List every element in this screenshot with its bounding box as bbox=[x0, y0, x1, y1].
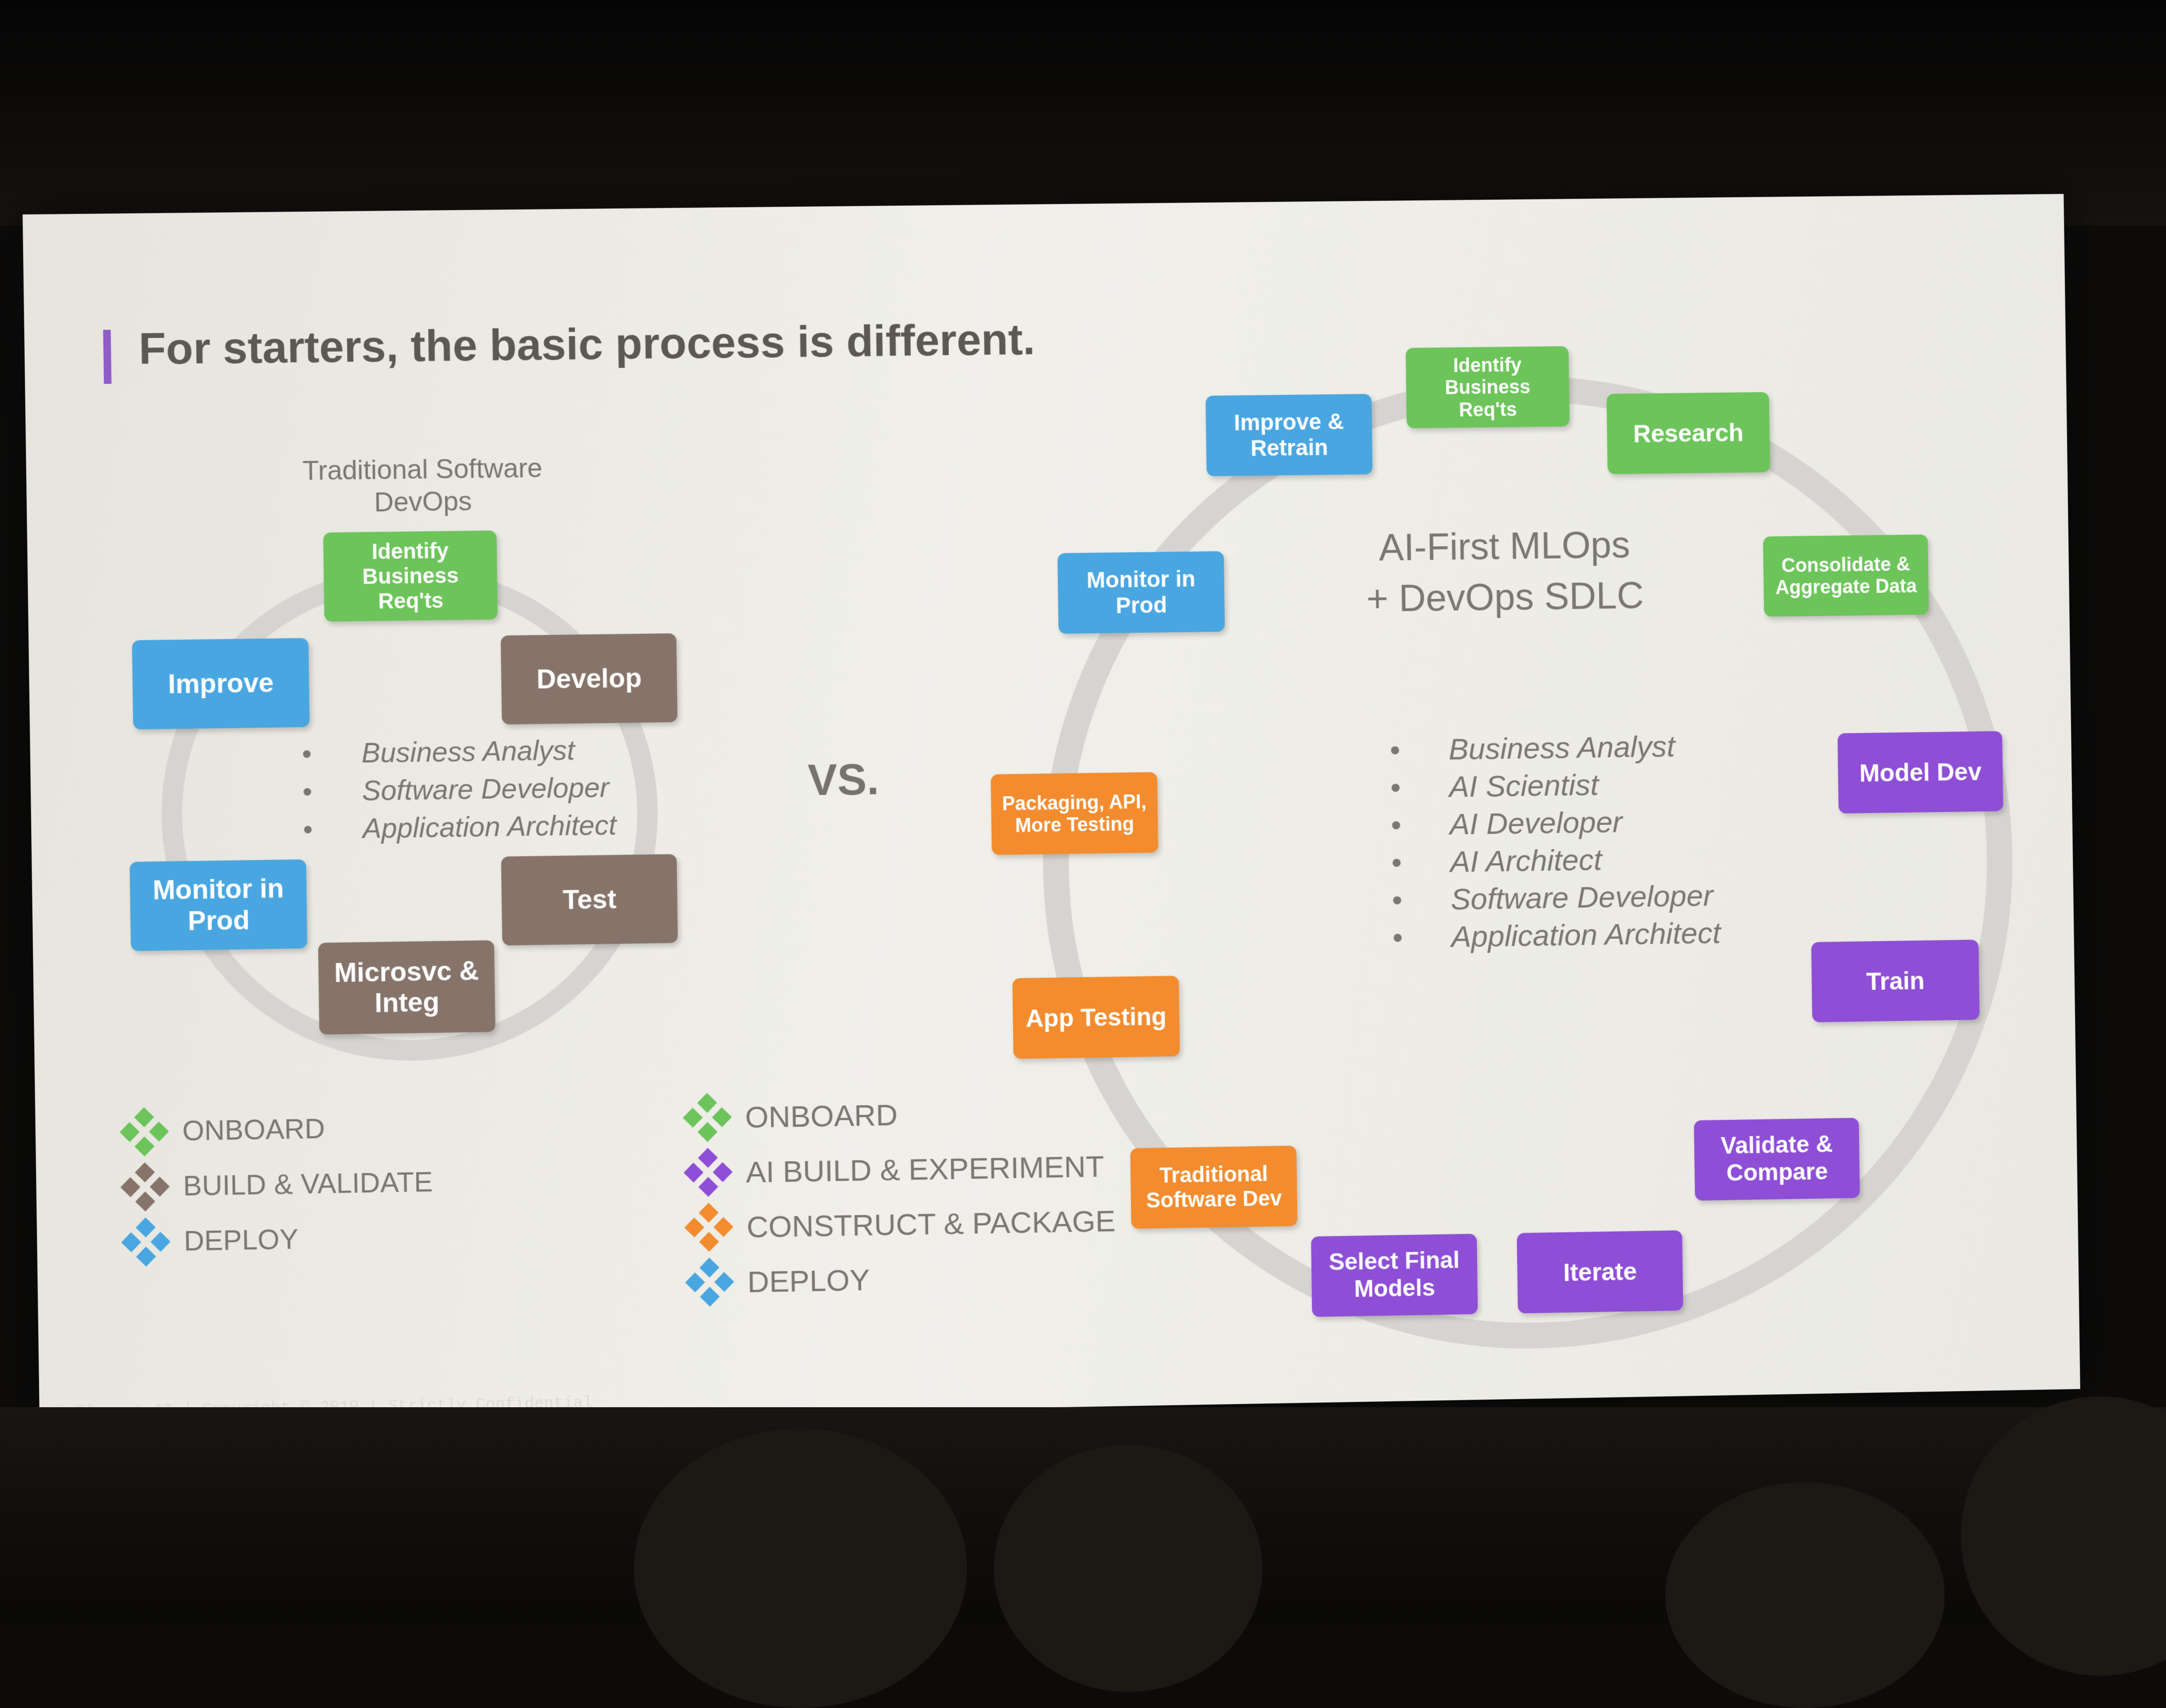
left-role-item: Business Analyst bbox=[361, 731, 616, 772]
deploy-diamonds-icon bbox=[688, 1260, 731, 1304]
left-cycle-caption: Traditional Software DevOps bbox=[281, 452, 564, 520]
right-step-packaging: Packaging, API, More Testing bbox=[991, 772, 1158, 855]
right-role-item: AI Developer bbox=[1449, 802, 1720, 843]
legend-row-onboard: ONBOARD bbox=[685, 1089, 1114, 1139]
title-accent-bar bbox=[103, 330, 112, 384]
right-role-item: Application Architect bbox=[1451, 914, 1721, 956]
vs-label: VS. bbox=[807, 755, 879, 806]
onboard-diamonds-icon bbox=[685, 1096, 729, 1139]
legend-label: ONBOARD bbox=[745, 1097, 898, 1134]
audience-head bbox=[1961, 1396, 2166, 1676]
audience-silhouettes bbox=[0, 1407, 2166, 1624]
left-step-improve: Improve bbox=[132, 638, 310, 729]
legend-row-construct: CONSTRUCT & PACKAGE bbox=[687, 1199, 1116, 1249]
legend-row-deploy: DEPLOY bbox=[124, 1215, 434, 1264]
legend-row-ai-build: AI BUILD & EXPERIMENT bbox=[686, 1144, 1115, 1194]
right-roles-list: Business Analyst AI Scientist AI Develop… bbox=[1390, 727, 1721, 956]
right-step-app-testing: App Testing bbox=[1012, 976, 1180, 1059]
right-step-select-final: Select Final Models bbox=[1311, 1234, 1478, 1317]
right-step-traditional-dev: Traditional Software Dev bbox=[1130, 1146, 1297, 1229]
right-step-monitor: Monitor in Prod bbox=[1057, 551, 1225, 634]
right-step-validate: Validate & Compare bbox=[1694, 1118, 1860, 1200]
right-legend: ONBOARD AI BUILD & EXPERIMENT CONSTRUCT … bbox=[685, 1089, 1116, 1304]
right-step-consolidate: Consolidate & Aggregate Data bbox=[1763, 534, 1929, 617]
audience-head bbox=[1665, 1482, 1945, 1708]
room-background bbox=[0, 0, 2166, 226]
left-step-identify: Identify Business Req'ts bbox=[323, 531, 498, 622]
left-step-monitor: Monitor in Prod bbox=[129, 859, 307, 951]
legend-label: CONSTRUCT & PACKAGE bbox=[746, 1203, 1115, 1244]
right-step-iterate: Iterate bbox=[1517, 1231, 1683, 1314]
projection-screen: For starters, the basic process is diffe… bbox=[23, 194, 2080, 1425]
right-role-item: AI Architect bbox=[1450, 839, 1720, 880]
legend-label: AI BUILD & EXPERIMENT bbox=[746, 1148, 1104, 1189]
audience-head bbox=[634, 1429, 967, 1708]
left-role-item: Software Developer bbox=[362, 769, 616, 810]
ai-build-diamonds-icon bbox=[686, 1150, 730, 1194]
legend-row-onboard: ONBOARD bbox=[122, 1106, 432, 1154]
left-step-test: Test bbox=[501, 854, 678, 945]
left-role-item: Application Architect bbox=[362, 806, 617, 848]
deploy-diamonds-icon bbox=[124, 1220, 168, 1264]
legend-label: DEPLOY bbox=[747, 1262, 870, 1299]
legend-label: DEPLOY bbox=[184, 1224, 299, 1258]
right-role-item: Business Analyst bbox=[1448, 727, 1719, 768]
right-step-identify: Identify Business Req'ts bbox=[1406, 346, 1570, 428]
right-cycle-caption: AI-First MLOps + DevOps SDLC bbox=[1365, 519, 1644, 624]
right-step-improve-retrain: Improve & Retrain bbox=[1205, 394, 1373, 476]
legend-row-deploy: DEPLOY bbox=[688, 1254, 1116, 1304]
onboard-diamonds-icon bbox=[122, 1110, 167, 1154]
legend-row-build: BUILD & VALIDATE bbox=[123, 1161, 433, 1209]
right-role-item: Software Developer bbox=[1450, 877, 1721, 918]
left-legend: ONBOARD BUILD & VALIDATE DEPLOY bbox=[122, 1106, 434, 1264]
left-roles-list: Business Analyst Software Developer Appl… bbox=[301, 731, 616, 849]
right-step-model-dev: Model Dev bbox=[1838, 731, 2004, 813]
slide-title: For starters, the basic process is diffe… bbox=[139, 314, 1036, 375]
build-diamonds-icon bbox=[123, 1165, 167, 1209]
right-step-train: Train bbox=[1811, 939, 1980, 1022]
legend-label: BUILD & VALIDATE bbox=[183, 1166, 433, 1203]
audience-head bbox=[994, 1445, 1262, 1692]
right-role-item: AI Scientist bbox=[1449, 764, 1719, 806]
legend-label: ONBOARD bbox=[182, 1113, 325, 1148]
right-step-research: Research bbox=[1606, 392, 1770, 474]
left-step-develop: Develop bbox=[501, 633, 677, 725]
left-step-microsvc: Microsvc & Integ bbox=[318, 940, 495, 1035]
construct-diamonds-icon bbox=[687, 1205, 731, 1249]
